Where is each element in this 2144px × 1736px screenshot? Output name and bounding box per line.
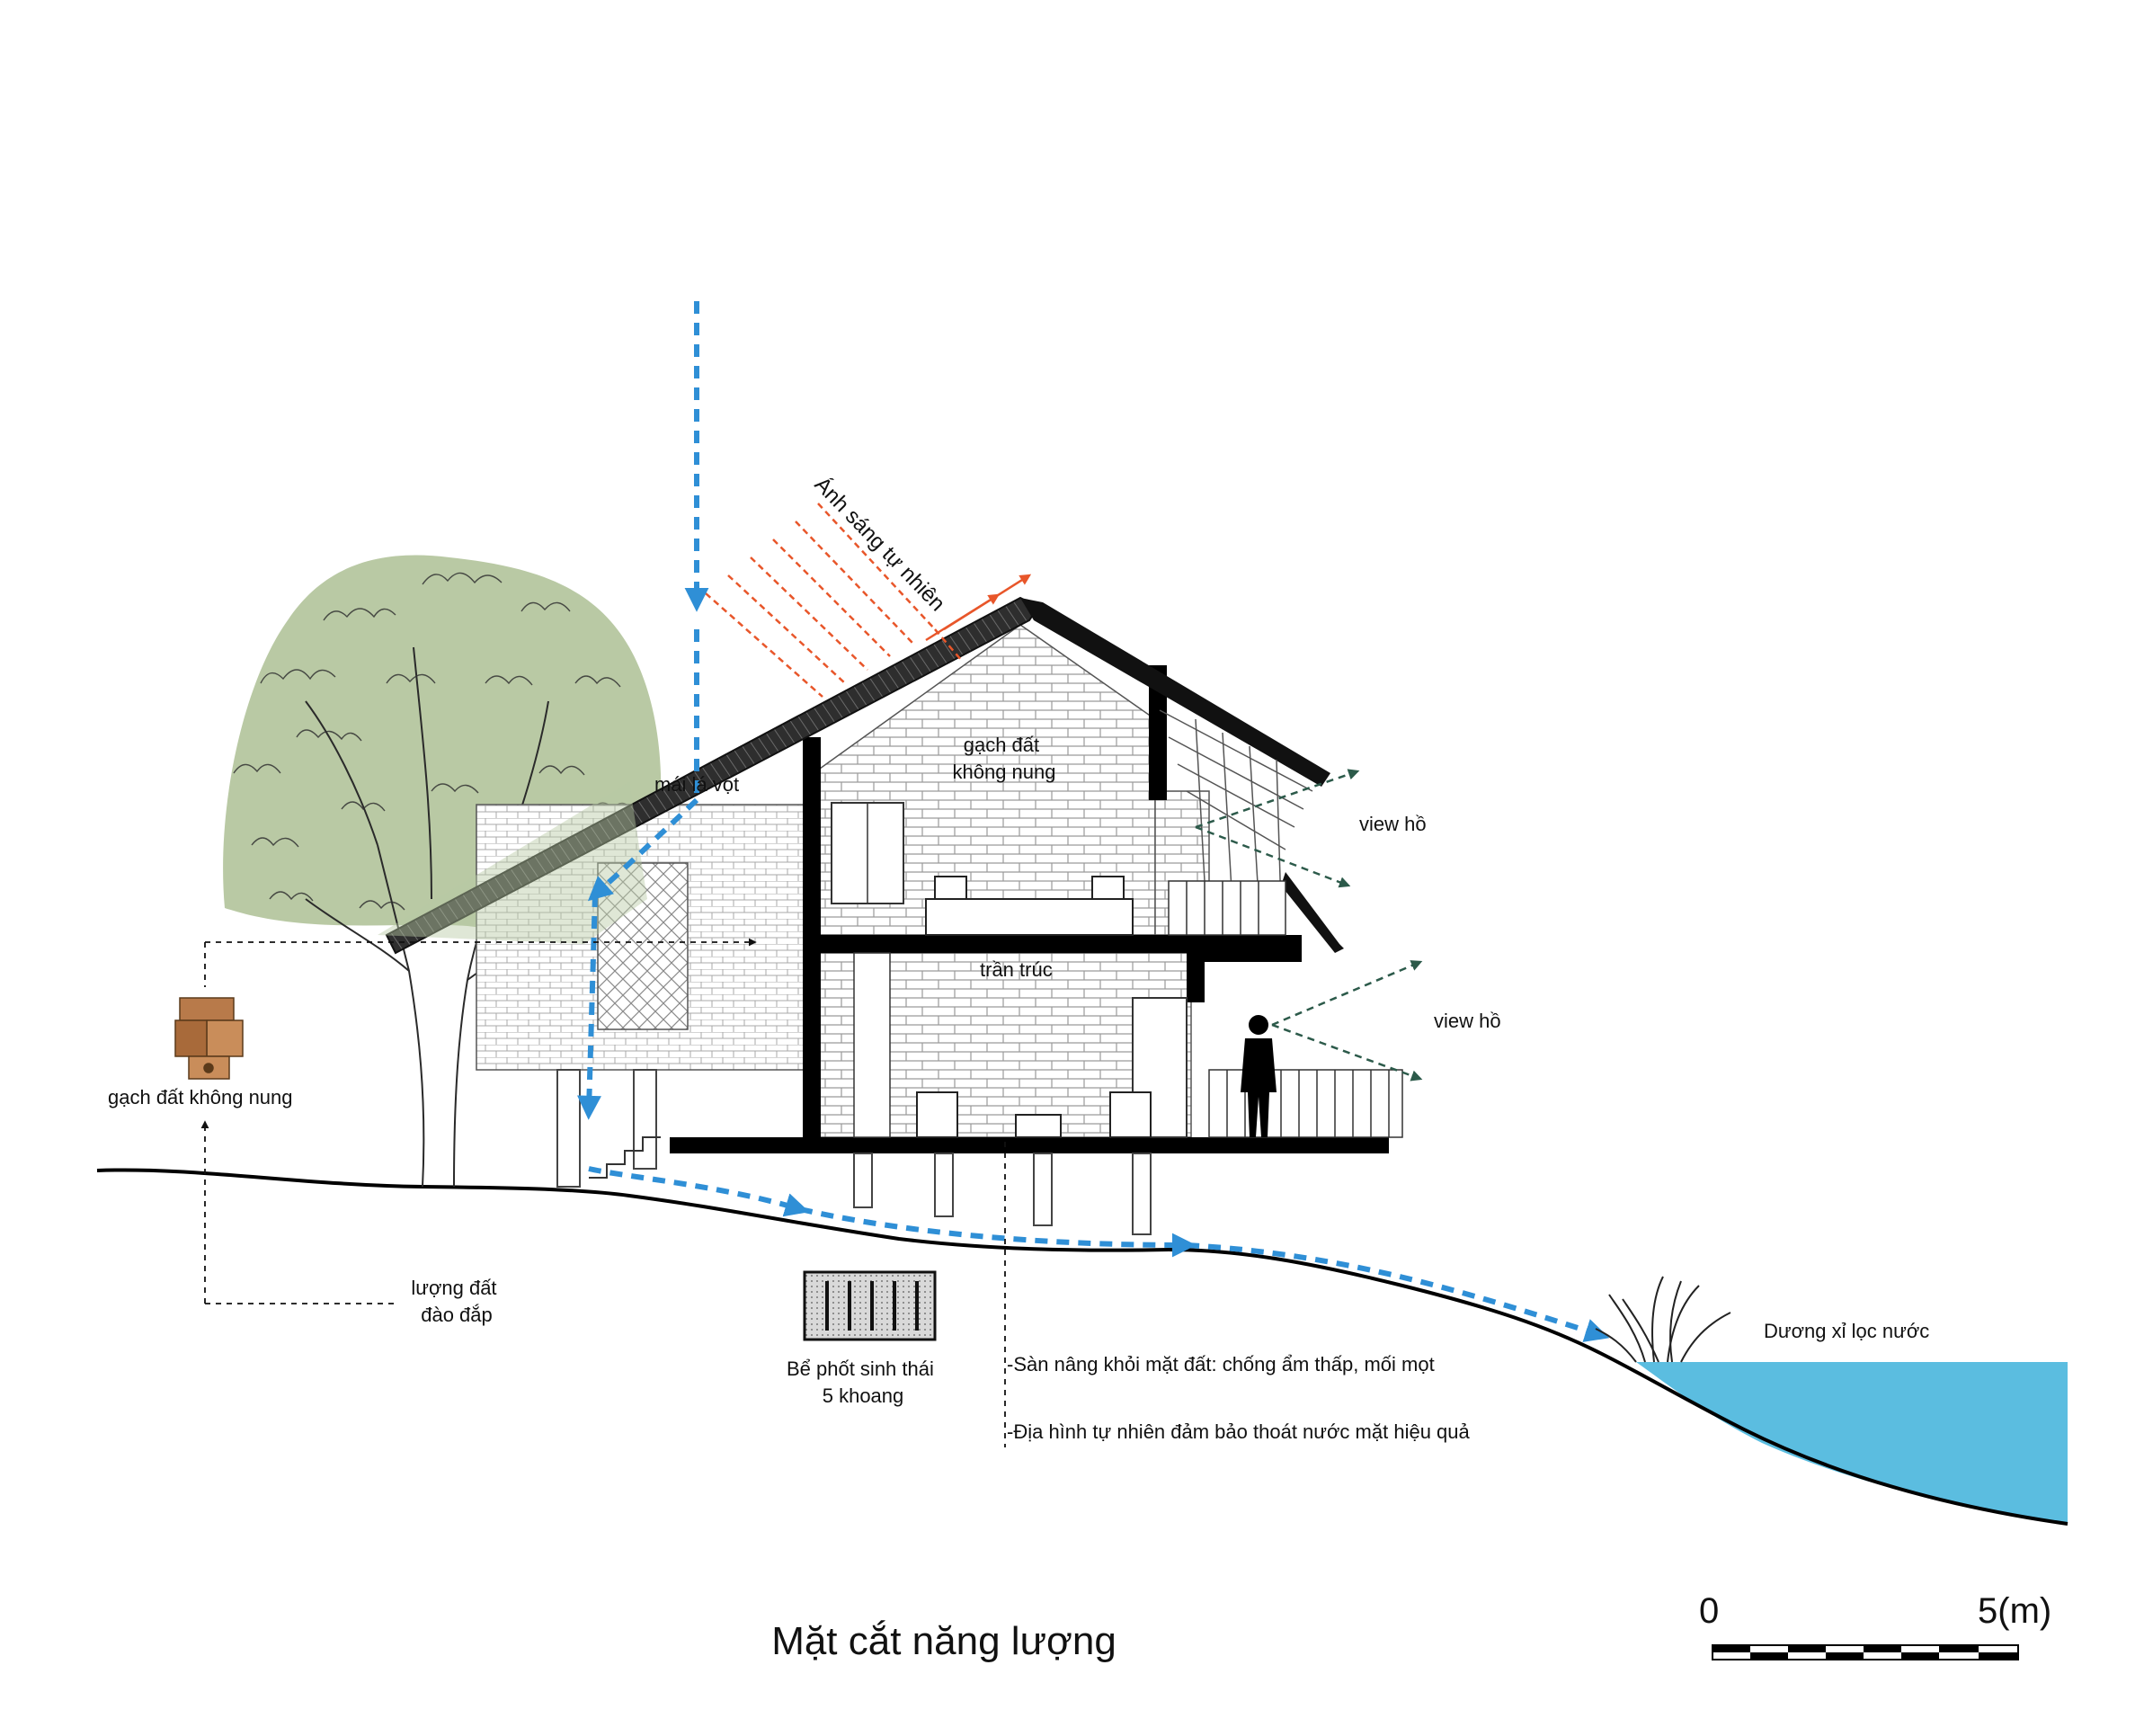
earth-fill-label: lượng đất đào đắp bbox=[411, 1277, 502, 1326]
earth-fill-line1: lượng đất bbox=[411, 1277, 496, 1299]
person-icon bbox=[1241, 1015, 1277, 1137]
lower-eave bbox=[1281, 872, 1344, 953]
terrace-railing bbox=[1208, 1069, 1403, 1138]
scale-start-label: 0 bbox=[1699, 1591, 1719, 1631]
sunlight-reflection bbox=[925, 574, 1032, 642]
raised-floor-note: -Sàn nâng khỏi mặt đất: chống ẩm thấp, m… bbox=[1007, 1353, 1435, 1375]
septic-tank-label: Bể phốt sinh thái 5 khoang bbox=[787, 1358, 939, 1407]
earth-brick-top-line1: gạch đất bbox=[964, 734, 1039, 756]
earth-brick-top-line2: không nung bbox=[953, 761, 1056, 783]
house-section bbox=[378, 596, 1403, 1235]
fern-icon bbox=[1595, 1276, 1731, 1363]
ground-floor-slab bbox=[670, 1137, 1389, 1153]
earth-fill-leaders bbox=[200, 938, 1006, 1447]
ground-line bbox=[96, 1168, 2068, 1526]
earth-brick-top-label: gạch đất không nung bbox=[953, 734, 1056, 783]
brick-stack-icon bbox=[174, 997, 244, 1080]
stair-opening bbox=[853, 952, 891, 1138]
right-roof bbox=[1020, 598, 1330, 787]
right-column-upper bbox=[1149, 665, 1167, 800]
scale-bar bbox=[1712, 1644, 2019, 1660]
chair-icon bbox=[916, 1091, 1152, 1138]
fern-label: Dương xỉ lọc nước bbox=[1764, 1320, 1929, 1342]
view-arrows bbox=[1195, 769, 1423, 1082]
septic-tank-line1: Bể phốt sinh thái bbox=[787, 1358, 934, 1380]
brick-legend-label: gạch đất không nung bbox=[108, 1086, 293, 1108]
upper-floor-slab bbox=[803, 935, 1297, 953]
natural-light-label: Ánh sáng tự nhiên bbox=[810, 472, 950, 616]
view-lake-lower-label: view hồ bbox=[1434, 1010, 1501, 1032]
terrain-note: -Địa hình tự nhiên đảm bảo thoát nước mặ… bbox=[1007, 1420, 1471, 1443]
entry-stairs bbox=[589, 1136, 661, 1179]
bamboo-ceiling-label: trần trúc bbox=[980, 958, 1053, 981]
leaf-roof-label: mái lá vọt bbox=[654, 773, 739, 796]
diagram-title: Mặt cắt năng lượng bbox=[771, 1619, 1116, 1663]
balcony-slab bbox=[1196, 935, 1302, 962]
bed-icon bbox=[925, 876, 1134, 936]
sunlight-rays bbox=[705, 503, 963, 698]
scale-end-label: 5(m) bbox=[1978, 1591, 2051, 1631]
rainwater-flow bbox=[576, 301, 1610, 1342]
earth-fill-line2: đào đắp bbox=[421, 1304, 493, 1326]
septic-tank-line2: 5 khoang bbox=[823, 1384, 904, 1407]
view-lake-upper-label: view hồ bbox=[1359, 813, 1427, 835]
roof-tree-shadow bbox=[378, 782, 647, 944]
lake bbox=[1636, 1362, 2068, 1524]
septic-tank-icon bbox=[803, 1270, 937, 1341]
balcony-railing bbox=[1168, 880, 1286, 936]
